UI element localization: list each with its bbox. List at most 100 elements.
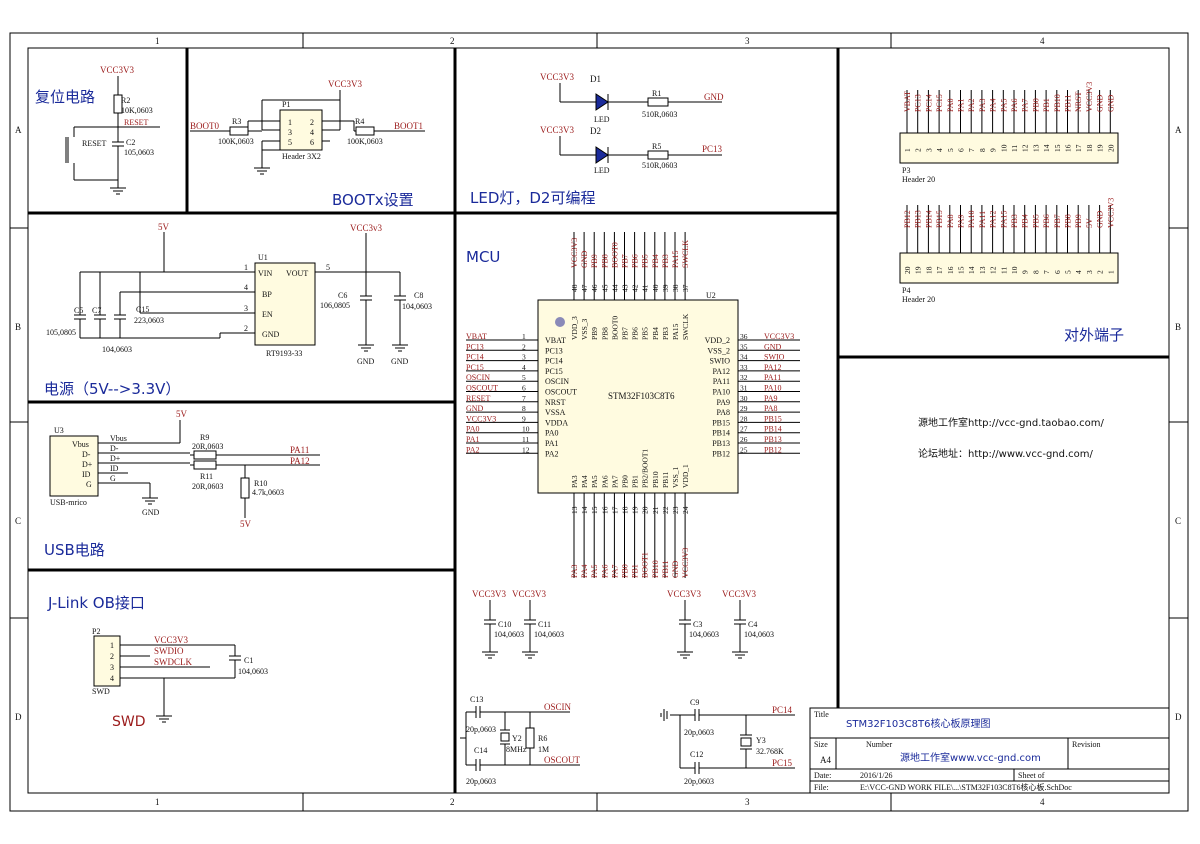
mcu-right-pin: PB14 (712, 429, 730, 438)
usb-pin-g: G (86, 480, 92, 489)
header-net: PA11 (978, 211, 987, 228)
mcu-bottom-pin: VSS_1 (671, 466, 680, 488)
mcu-bottom-net: PB0 (621, 564, 630, 578)
header-pin-num: 1 (903, 148, 912, 152)
osc-y2-value: 8MHz (506, 745, 527, 754)
mcu-bottom-net: PB11 (661, 561, 670, 579)
led-d1-ref: D1 (590, 74, 601, 84)
usb-r10-ref: R10 (254, 479, 267, 488)
power-c8-value: 104,0603 (402, 302, 432, 311)
decap-ref: C10 (498, 620, 511, 629)
header-net: PA7 (1021, 99, 1030, 113)
zone-row-left: C (15, 516, 21, 526)
header-net: PB9 (1074, 214, 1083, 228)
header-pin-num: 16 (946, 266, 955, 274)
header-net: PA2 (967, 99, 976, 113)
header-net: PA0 (946, 99, 955, 113)
mcu-bottom-pin: PA7 (610, 475, 619, 488)
power-vcc3v3: VCC3v3 (350, 223, 383, 233)
mcu-body (537, 299, 739, 494)
header-net: VCC3V3 (1106, 198, 1115, 228)
header-p4-body (899, 252, 1119, 284)
mcu-left-net: PC15 (466, 363, 484, 372)
header-pin-num: 18 (1085, 144, 1094, 152)
mcu-top-net: PA15 (671, 251, 680, 269)
header-net: PC14 (924, 94, 933, 112)
led-pc13-net: PC13 (702, 144, 723, 154)
header-p3-pins: VBAT1PC132PC143PC154PA05PA16PA27PA38PA49… (903, 82, 1115, 152)
section-title-reset: 复位电路 (35, 88, 95, 106)
decap-value: 104,0603 (744, 630, 774, 639)
power-c5-value: 105,0805 (46, 328, 76, 337)
mcu-top-net: PB4 (651, 254, 660, 268)
zone-row-right: C (1175, 516, 1181, 526)
osc-r6-value: 1M (538, 745, 549, 754)
usb-gnd: GND (142, 508, 160, 517)
swd-circuit (93, 635, 241, 723)
swd-p2-ref: P2 (92, 627, 100, 636)
header-pin-num: 11 (1010, 145, 1019, 152)
header-pin-num: 2 (914, 148, 923, 152)
header-pin-num: 9 (1021, 270, 1030, 274)
swd-pin-1: 1 (110, 641, 114, 650)
led-d2-ref: D2 (590, 126, 601, 136)
mcu-top-num: 38 (671, 284, 680, 292)
decap-ref: C4 (748, 620, 757, 629)
mcu-pin1-dot (555, 317, 565, 327)
decap-vcc-label: VCC3V3 (722, 589, 757, 599)
swd-pin-4: 4 (110, 674, 114, 683)
power-c15-value: 223,0603 (134, 316, 164, 325)
mcu-top-pin: VDD_3 (570, 316, 579, 340)
zone-row-left: A (15, 125, 22, 135)
mcu-left-pin: OSCIN (545, 377, 569, 386)
usb-r10-value: 4.7k,0603 (252, 488, 284, 497)
mcu-bottom-num: 19 (631, 506, 640, 514)
mcu-top-pin: PB8 (600, 327, 609, 340)
section-dividers (28, 48, 1169, 793)
mcu-left-pin: PC13 (545, 346, 563, 355)
header-pin-num: 13 (1031, 144, 1040, 152)
header-pin-num: 14 (967, 266, 976, 274)
mcu-bottom-num: 20 (641, 506, 650, 514)
tb-file: E:\VCC-GND WORK FILE\...\STM32F103C8T6核心… (860, 782, 1072, 792)
osc-c9-ref: C9 (690, 698, 699, 707)
mcu-top-net: PB8 (600, 254, 609, 268)
mcu-right-pin: PB13 (712, 439, 730, 448)
mcu-top-num: 41 (641, 284, 650, 292)
header-net: PC15 (935, 94, 944, 112)
header-pin-num: 20 (1106, 144, 1115, 152)
header-pin-num: 19 (1096, 144, 1105, 152)
power-pnum-3: 3 (244, 304, 248, 313)
header-net: PA10 (967, 211, 976, 229)
boot-p1-value: Header 3X2 (282, 152, 321, 161)
header-net: PA5 (999, 99, 1008, 113)
power-pin-gnd: GND (262, 330, 280, 339)
header-net: PB4 (1021, 214, 1030, 228)
zone-col-top: 2 (450, 36, 455, 46)
header-pin-num: 20 (903, 266, 912, 274)
power-pnum-4: 4 (244, 283, 248, 292)
mcu-right-net: PA12 (764, 363, 782, 372)
led-gnd-net: GND (704, 92, 724, 102)
boot1-net: BOOT1 (394, 121, 423, 131)
header-pin-num: 17 (935, 266, 944, 274)
mcu-top-net: BOOT0 (610, 242, 619, 268)
usb-pin-dp: D+ (82, 460, 93, 469)
header-pin-num: 10 (1010, 266, 1019, 274)
swd-p2-value: SWD (92, 687, 110, 696)
boot-pin-3: 3 (288, 128, 292, 137)
header-net: PB0 (1031, 98, 1040, 112)
mcu-top-pin: VSS_3 (580, 318, 589, 340)
mcu-left-net: PC13 (466, 342, 484, 351)
header-pin-num: 7 (1042, 270, 1051, 274)
mcu-bottom-num: 18 (621, 506, 630, 514)
power-pin-vin: VIN (258, 269, 272, 278)
section-title-ext: 对外端子 (1064, 326, 1124, 344)
header-net: PA6 (1010, 99, 1019, 113)
mcu-right-pin: PA12 (713, 367, 731, 376)
mcu-right-net: PB12 (764, 445, 782, 454)
usb-u3-ref: U3 (54, 426, 64, 435)
boot-r4-ref: R4 (355, 117, 364, 126)
mcu-left-pin: PC15 (545, 367, 563, 376)
mcu-top-net: SWCLK (681, 240, 690, 268)
